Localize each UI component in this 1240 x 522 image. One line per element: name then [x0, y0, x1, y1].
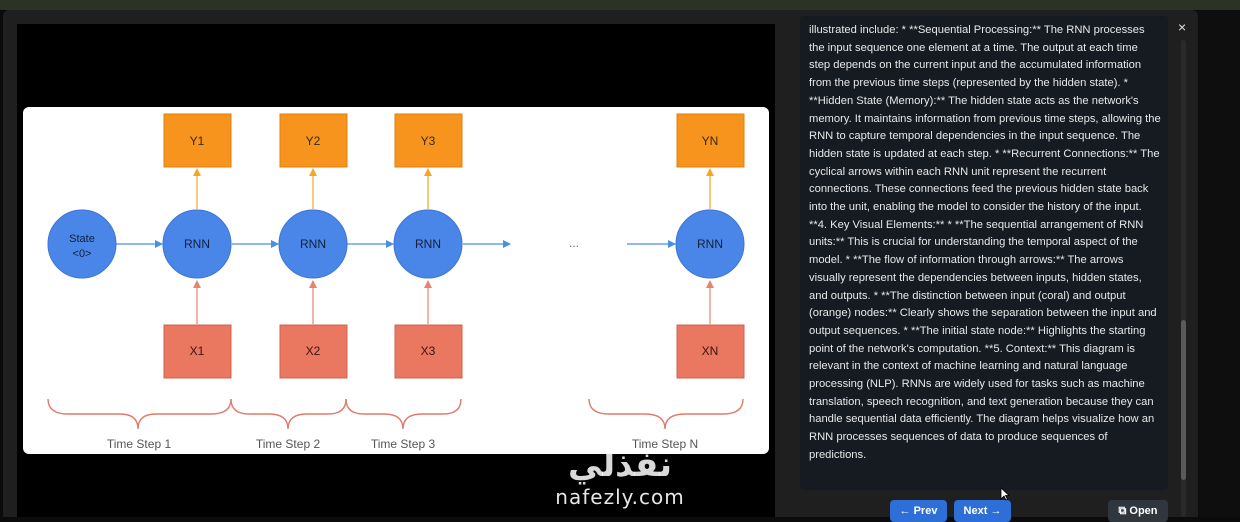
- next-button[interactable]: Next →: [954, 500, 1011, 522]
- time-step-label: Time Step N: [632, 437, 698, 451]
- time-step-label: Time Step 1: [107, 437, 172, 451]
- time-step-brace: [345, 398, 462, 430]
- watermark-latin: nafezly.com: [555, 485, 685, 509]
- external-link-icon: ⧉: [1118, 505, 1127, 517]
- scrollbar-thumb[interactable]: [1181, 320, 1186, 480]
- watermark: نفذلي nafezly.com: [520, 445, 720, 517]
- top-strip: [0, 0, 1240, 10]
- open-button[interactable]: ⧉ Open: [1108, 500, 1168, 522]
- input-label-x1: X1: [190, 344, 205, 358]
- input-box-x2: [279, 324, 348, 379]
- scrollbar[interactable]: [1181, 40, 1186, 517]
- watermark-arabic: نفذلي: [567, 445, 673, 485]
- rnn-node-1: [162, 209, 232, 279]
- close-button[interactable]: ×: [1178, 19, 1187, 35]
- mouse-cursor-icon: [1000, 487, 1010, 501]
- output-box-y2: [279, 113, 348, 168]
- input-box-x1: [163, 324, 232, 379]
- time-step-label: Time Step 3: [371, 437, 436, 451]
- output-label-y3: Y3: [421, 134, 436, 148]
- ellipsis: ...: [569, 236, 579, 250]
- rnn-label: RNN: [415, 237, 441, 251]
- output-label-y1: Y1: [190, 134, 205, 148]
- rnn-diagram-image: Y1 Y2 Y3 YN State <0> RNN RNN RNN RNN ..…: [23, 107, 769, 454]
- output-label-yn: YN: [702, 134, 719, 148]
- prev-button[interactable]: ← Prev: [890, 500, 947, 522]
- state-label-sub: <0>: [73, 248, 92, 260]
- initial-state-node: [47, 209, 117, 279]
- rnn-node-2: [278, 209, 348, 279]
- input-label-x3: X3: [421, 344, 436, 358]
- input-label-xn: XN: [702, 344, 719, 358]
- rnn-node-3: [393, 209, 463, 279]
- output-box-yn: [676, 113, 745, 168]
- state-label: State: [69, 233, 95, 245]
- time-step-brace: [230, 398, 347, 430]
- open-button-label: Open: [1129, 505, 1158, 517]
- time-step-brace: [588, 398, 744, 430]
- output-box-y3: [394, 113, 463, 168]
- rnn-label: RNN: [697, 237, 723, 251]
- description-panel: illustrated include: * **Sequential Proc…: [800, 16, 1168, 490]
- input-label-x2: X2: [306, 344, 321, 358]
- rnn-label: RNN: [184, 237, 210, 251]
- time-step-label: Time Step 2: [256, 437, 321, 451]
- input-box-xn: [676, 324, 745, 379]
- rnn-node-n: [675, 209, 745, 279]
- right-edge: [1199, 10, 1240, 517]
- output-box-y1: [163, 113, 232, 168]
- rnn-label: RNN: [300, 237, 326, 251]
- output-label-y2: Y2: [306, 134, 321, 148]
- description-text: illustrated include: * **Sequential Proc…: [809, 24, 1161, 461]
- input-box-x3: [394, 324, 463, 379]
- time-step-brace: [47, 398, 232, 430]
